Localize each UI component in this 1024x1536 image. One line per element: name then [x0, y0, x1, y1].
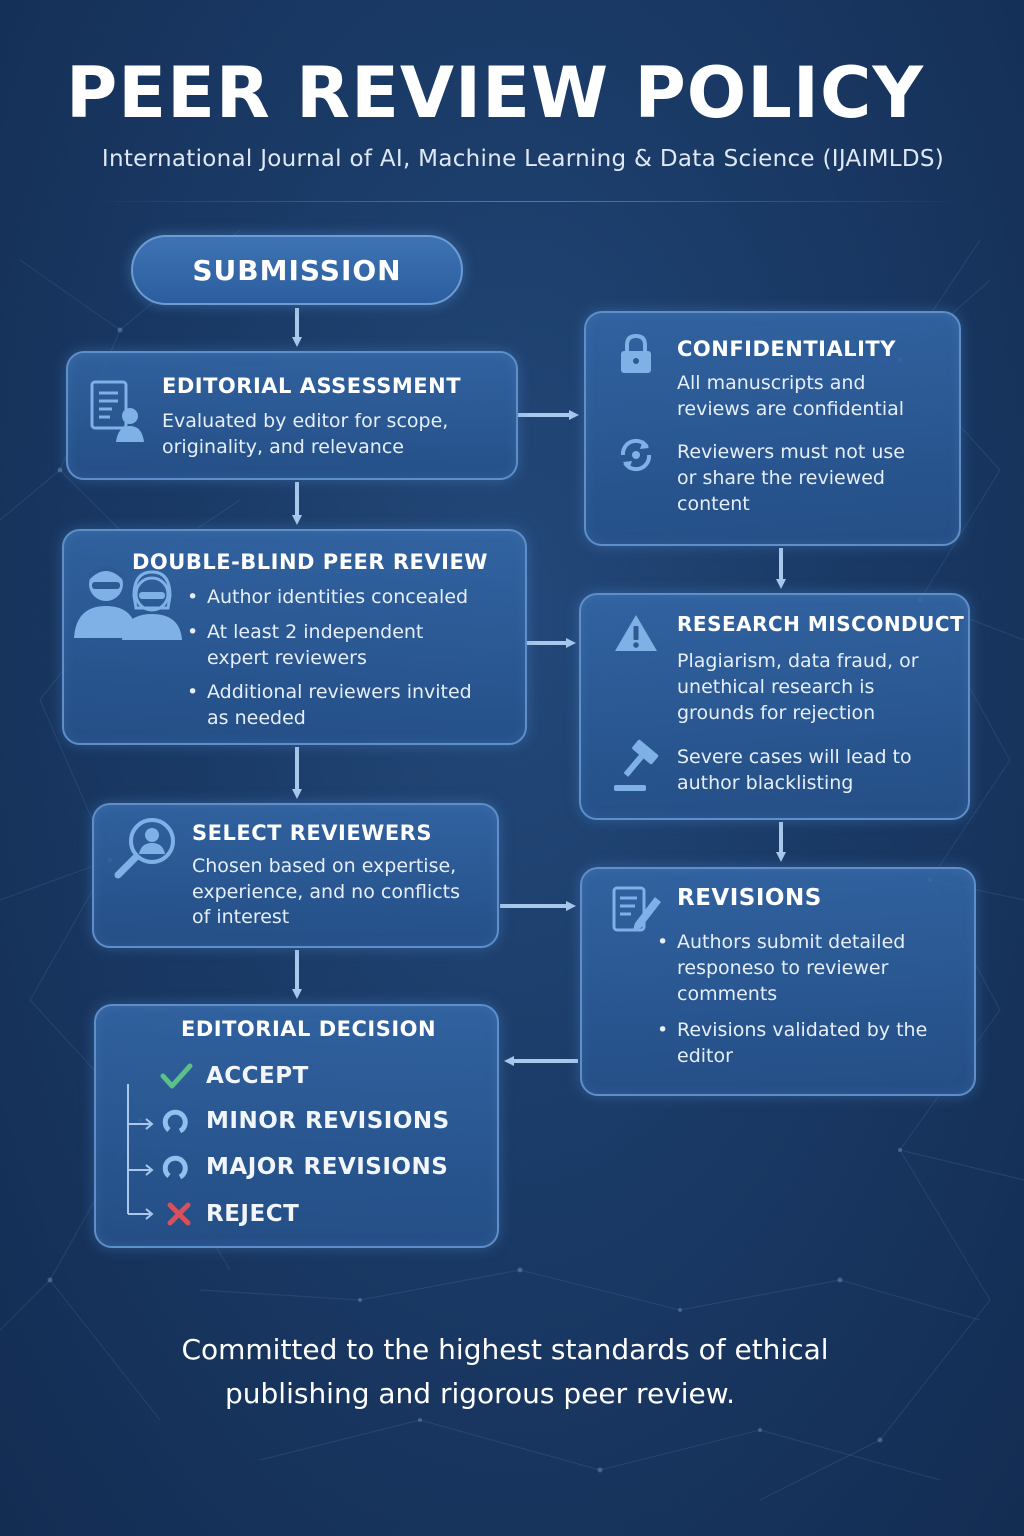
editorial-assessment-title: EDITORIAL ASSESSMENT — [162, 374, 462, 398]
editorial-decision-title: EDITORIAL DECISION — [181, 1017, 437, 1041]
revisions-title: REVISIONS — [677, 885, 822, 911]
footer-line-2: publishing and rigorous peer review. — [225, 1377, 735, 1410]
confidentiality-title: CONFIDENTIALITY — [677, 337, 896, 361]
minor-revisions-cycle-icon — [162, 1109, 188, 1134]
no-reuse-cycle-icon — [620, 438, 652, 472]
confidentiality-text-1: All manuscripts and — [677, 372, 866, 394]
edit-document-icon — [612, 886, 661, 932]
revisions-bullet-2-line-1: Revisions validated by the — [657, 1017, 927, 1043]
editorial-decision-box — [94, 1004, 499, 1248]
double-blind-bullet-1: Author identities concealed — [187, 584, 468, 610]
decision-accept: ACCEPT — [206, 1063, 309, 1089]
select-reviewers-text-1: Chosen based on expertise, — [192, 855, 457, 877]
search-person-icon — [114, 818, 175, 879]
major-revisions-cycle-icon — [162, 1155, 188, 1180]
decision-reject: REJECT — [206, 1201, 300, 1227]
research-misconduct-title: RESEARCH MISCONDUCT — [677, 612, 965, 636]
confidentiality-text-2: reviews are confidential — [677, 398, 905, 420]
double-blind-bullet-3-line-2: as needed — [207, 707, 306, 729]
select-reviewers-box — [92, 803, 499, 948]
revisions-bullet-1-line-3: comments — [677, 983, 778, 1005]
x-icon — [167, 1202, 191, 1226]
double-blind-bullet-2-line-2: expert reviewers — [207, 647, 367, 669]
editorial-assessment-text-1: Evaluated by editor for scope, — [162, 410, 449, 432]
lock-icon — [621, 334, 651, 373]
misconduct-text-3: grounds for rejection — [677, 702, 876, 724]
document-person-icon — [90, 380, 144, 442]
misconduct-text-5: author blacklisting — [677, 772, 854, 794]
revisions-bullet-1-line-1: Authors submit detailed — [657, 929, 905, 955]
editorial-assessment-text-2: originality, and relevance — [162, 436, 404, 458]
editorial-assessment-box — [66, 351, 518, 480]
select-reviewers-text-2: experience, and no conflicts — [192, 881, 461, 903]
submission-node: SUBMISSION — [131, 235, 463, 305]
gavel-icon — [614, 739, 659, 791]
decision-branch-lines — [127, 1063, 193, 1226]
footer-line-1: Committed to the highest standards of et… — [181, 1333, 829, 1366]
misconduct-text-1: Plagiarism, data fraud, or — [677, 650, 919, 672]
revisions-bullet-1-line-2: responeso to reviewer — [677, 957, 889, 979]
select-reviewers-text-3: of interest — [192, 906, 290, 928]
confidentiality-text-5: content — [677, 493, 750, 515]
revisions-box — [580, 867, 976, 1096]
misconduct-text-2: unethical research is — [677, 676, 875, 698]
anonymous-reviewers-icon — [74, 566, 182, 640]
confidentiality-text-4: or share the reviewed — [677, 467, 885, 489]
double-blind-bullet-3-line-1: Additional reviewers invited — [187, 679, 472, 705]
double-blind-review-title: DOUBLE-BLIND PEER REVIEW — [132, 550, 488, 574]
title-divider — [90, 201, 970, 202]
double-blind-bullet-2-line-1: At least 2 independent — [187, 619, 423, 645]
journal-subtitle: International Journal of AI, Machine Lea… — [101, 146, 945, 172]
select-reviewers-title: SELECT REVIEWERS — [192, 821, 432, 845]
page-title: PEER REVIEW POLICY — [65, 52, 925, 134]
decision-minor-revisions: MINOR REVISIONS — [206, 1108, 450, 1134]
confidentiality-text-3: Reviewers must not use — [677, 441, 905, 463]
check-icon — [160, 1063, 193, 1089]
misconduct-text-4: Severe cases will lead to — [677, 746, 912, 768]
decision-major-revisions: MAJOR REVISIONS — [206, 1154, 449, 1180]
warning-icon — [615, 615, 657, 651]
revisions-bullet-2-line-2: editor — [677, 1045, 733, 1067]
